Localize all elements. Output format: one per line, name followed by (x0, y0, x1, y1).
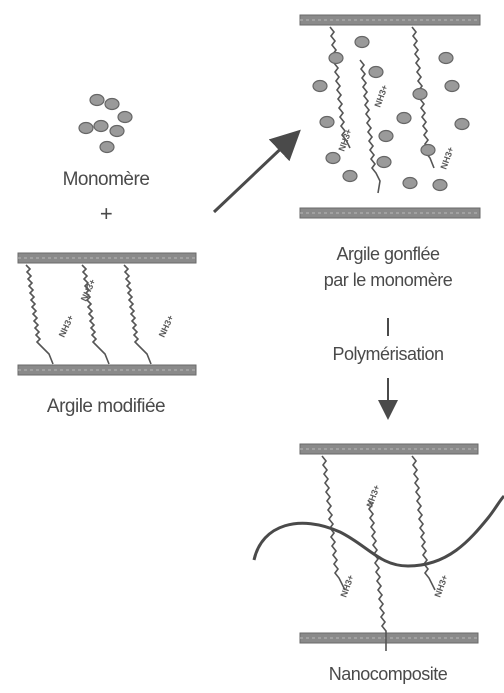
swollen-clay-label-line1: Argile gonflée (336, 244, 440, 264)
ammonium-head-label: NH3+ (157, 314, 176, 339)
monomer-molecule (118, 112, 132, 123)
swollen-clay-bottom-layer (300, 208, 480, 218)
nanocomposite-label: Nanocomposite (329, 664, 448, 684)
monomer-molecule (397, 113, 411, 124)
clay-layer-top (18, 253, 196, 263)
monomer-molecule (369, 67, 383, 78)
monomer-molecule (455, 119, 469, 130)
monomer-molecule (421, 145, 435, 156)
alkylammonium-chain (82, 265, 109, 364)
monomer-molecule (379, 131, 393, 142)
monomer-molecule (403, 178, 417, 189)
monomer-label: Monomère (63, 169, 150, 190)
ammonium-head-label: NH3+ (372, 83, 389, 108)
monomer-molecule (313, 81, 327, 92)
monomer-molecule (329, 53, 343, 64)
ammonium-head-label: NH3+ (336, 127, 353, 152)
monomer-molecule (100, 142, 114, 153)
monomer-molecule (105, 99, 119, 110)
monomer-molecule (110, 126, 124, 137)
monomer-molecule (326, 153, 340, 164)
nanocomposite-top-layer (300, 444, 478, 454)
plus-sign: + (100, 201, 112, 226)
polymerisation-label: Polymérisation (332, 344, 443, 364)
monomer-molecule (94, 121, 108, 132)
ammonium-head-label: NH3+ (338, 573, 355, 598)
alkylammonium-chain (322, 456, 345, 590)
alkylammonium-chain (368, 500, 386, 651)
alkylammonium-chain (412, 456, 435, 590)
arrow-to-swollen (214, 140, 290, 212)
modified-clay-label: Argile modifiée (47, 396, 165, 417)
monomer-molecule (90, 95, 104, 106)
monomer-molecule (413, 89, 427, 100)
monomer-molecule (79, 123, 93, 134)
monomer-cluster (79, 95, 132, 153)
swollen-clay-label-line2: par le monomère (324, 270, 453, 290)
polymer-chain (254, 496, 504, 566)
swollen-clay-top-layer (300, 15, 480, 25)
nanocomposite-bottom-layer (300, 633, 478, 643)
alkylammonium-chain (360, 60, 380, 193)
alkylammonium-chain (26, 265, 53, 364)
monomer-molecule (433, 180, 447, 191)
monomer-molecule (343, 171, 357, 182)
monomer-molecule (320, 117, 334, 128)
clay-layer-bottom (18, 365, 196, 375)
ammonium-head-label: NH3+ (57, 314, 76, 339)
monomer-molecule (355, 37, 369, 48)
ammonium-head-label: NH3+ (438, 145, 455, 170)
ammonium-head-label: NH3+ (432, 573, 449, 598)
ammonium-head-label: NH3+ (79, 278, 98, 303)
alkylammonium-chain (124, 265, 151, 364)
monomer-molecule (377, 157, 391, 168)
monomer-molecule (439, 53, 453, 64)
ammonium-head-label: NH3+ (364, 483, 381, 508)
monomer-molecule (445, 81, 459, 92)
